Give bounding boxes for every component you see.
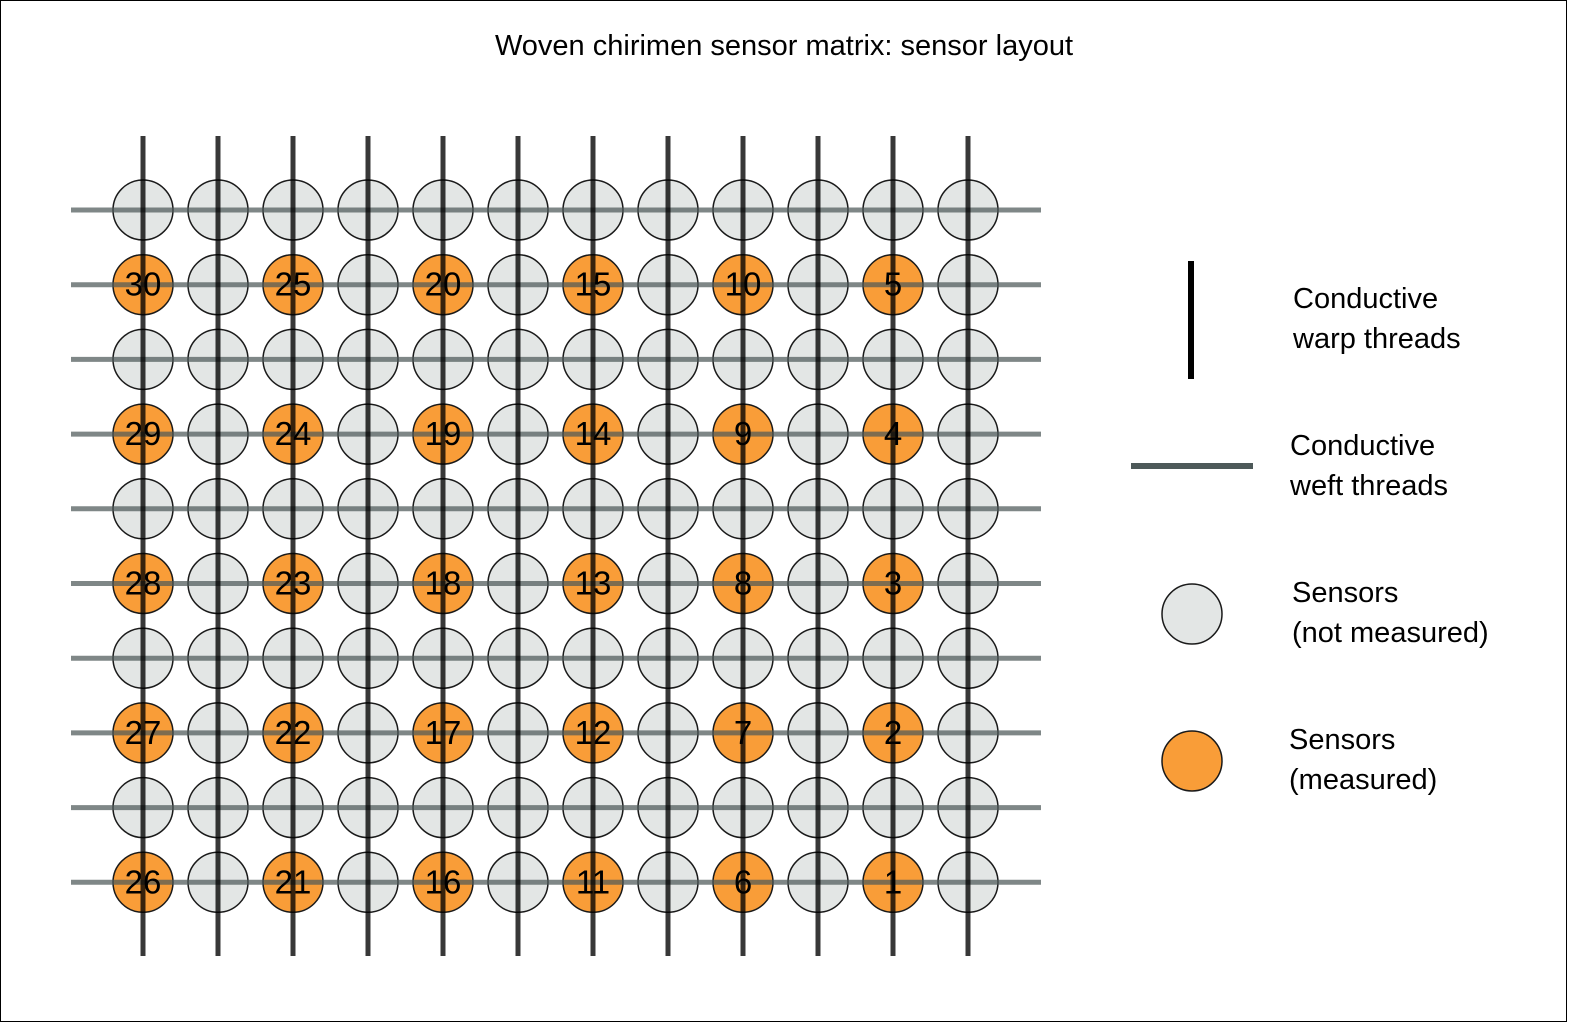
sensor-label: 2 — [884, 714, 902, 751]
legend-weft: Conductive weft threads — [1131, 430, 1448, 502]
legend-unmeasured-swatch — [1161, 583, 1223, 645]
sensor-label: 9 — [734, 415, 752, 452]
sensor-label: 10 — [725, 266, 762, 303]
legend-unmeasured: Sensors (not measured) — [1161, 577, 1489, 649]
legend-measured-label-line2: (measured) — [1289, 764, 1437, 796]
sensor-label: 4 — [884, 415, 902, 452]
sensor-label: 21 — [275, 863, 312, 900]
sensor-label: 29 — [125, 415, 162, 452]
sensor-label: 6 — [734, 863, 752, 900]
sensor-label: 12 — [575, 714, 612, 751]
sensor-label: 18 — [425, 565, 462, 602]
sensor-label: 8 — [734, 565, 752, 602]
diagram-title: Woven chirimen sensor matrix: sensor lay… — [495, 30, 1073, 62]
sensor-label: 3 — [884, 565, 902, 602]
sensor-label: 19 — [425, 415, 462, 452]
sensor-label: 26 — [125, 863, 162, 900]
sensor-label: 17 — [425, 714, 462, 751]
legend-unmeasured-label-line1: Sensors — [1292, 577, 1398, 609]
legend-measured: Sensors (measured) — [1161, 724, 1437, 796]
sensor-label: 23 — [275, 565, 312, 602]
legend-warp-label-line1: Conductive — [1293, 283, 1438, 315]
sensor-label: 5 — [884, 266, 902, 303]
sensor-label: 24 — [275, 415, 312, 452]
legend-measured-swatch — [1161, 730, 1223, 792]
sensor-label: 13 — [575, 565, 612, 602]
legend-unmeasured-label-line2: (not measured) — [1292, 617, 1489, 649]
legend-warp-label-line2: warp threads — [1292, 323, 1461, 355]
sensor-label: 16 — [425, 863, 462, 900]
sensor-label: 27 — [125, 714, 162, 751]
sensor-label: 30 — [125, 266, 162, 303]
legend-measured-label-line1: Sensors — [1289, 724, 1395, 756]
sensor-label: 25 — [275, 266, 312, 303]
sensor-label: 7 — [734, 714, 752, 751]
sensor-label: 1 — [884, 863, 902, 900]
sensor-label: 15 — [575, 266, 612, 303]
legend: Conductive warp threads Conductive weft … — [1131, 261, 1489, 796]
legend-weft-label-line2: weft threads — [1289, 470, 1448, 502]
sensor-label: 20 — [425, 266, 462, 303]
sensor-label: 28 — [125, 565, 162, 602]
legend-warp: Conductive warp threads — [1188, 261, 1461, 379]
sensor-label: 22 — [275, 714, 312, 751]
sensor-label: 14 — [575, 415, 612, 452]
legend-weft-label-line1: Conductive — [1290, 430, 1435, 462]
sensor-label: 11 — [576, 863, 610, 900]
